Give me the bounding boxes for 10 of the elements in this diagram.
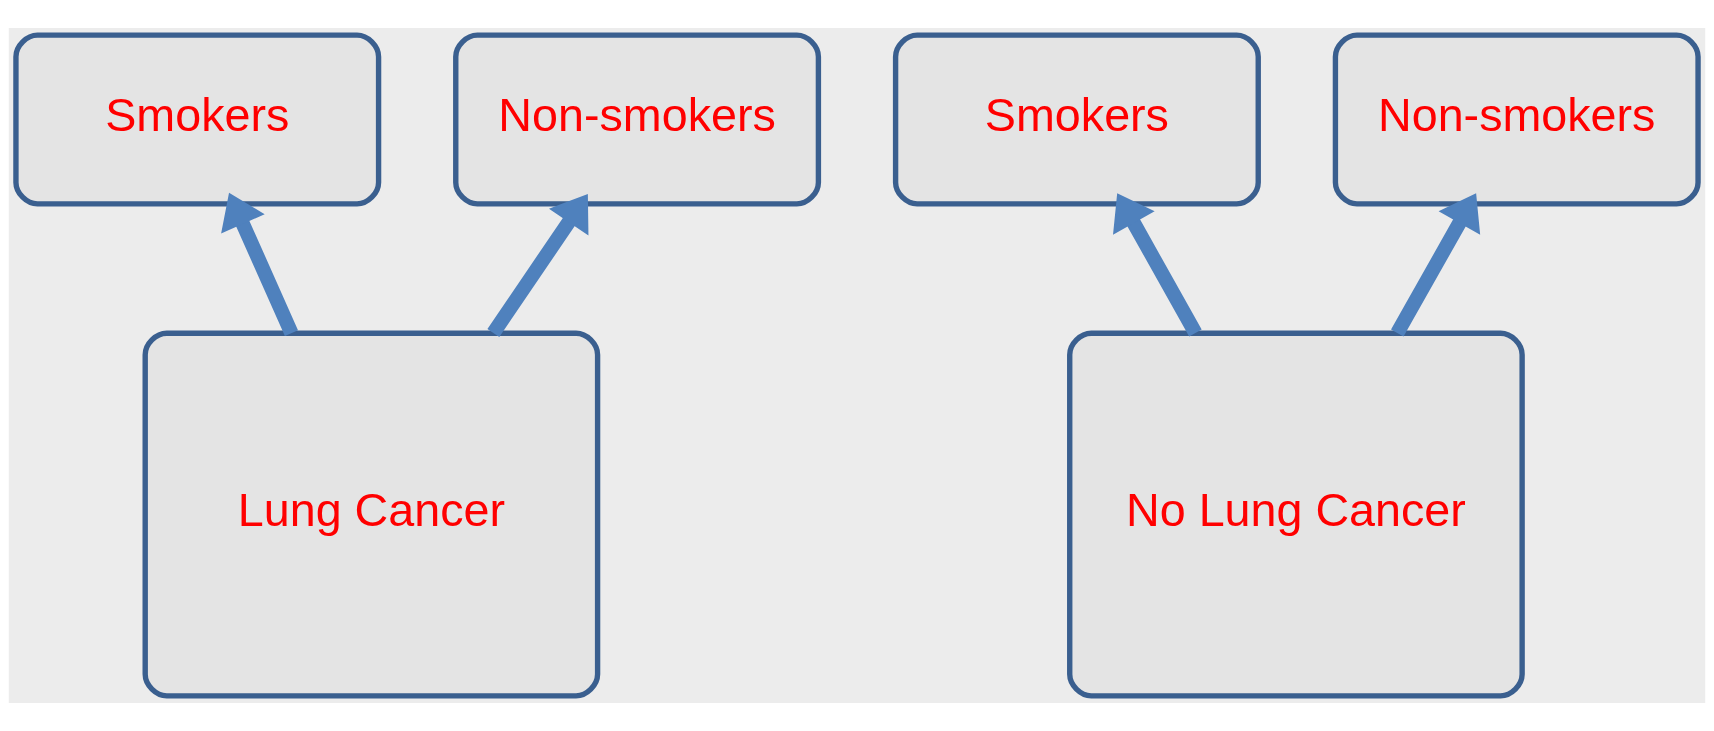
- node-box: Smokers: [13, 32, 382, 207]
- arrow: [1391, 193, 1481, 337]
- node-box: Non-smokers: [453, 32, 822, 207]
- arrow: [487, 193, 589, 338]
- node-box: No Lung Cancer: [1067, 330, 1525, 699]
- node-box: Non-smokers: [1332, 32, 1701, 207]
- arrow: [221, 192, 298, 336]
- arrow: [1113, 193, 1202, 337]
- node-box: Smokers: [892, 32, 1261, 207]
- node-box: Lung Cancer: [142, 330, 601, 699]
